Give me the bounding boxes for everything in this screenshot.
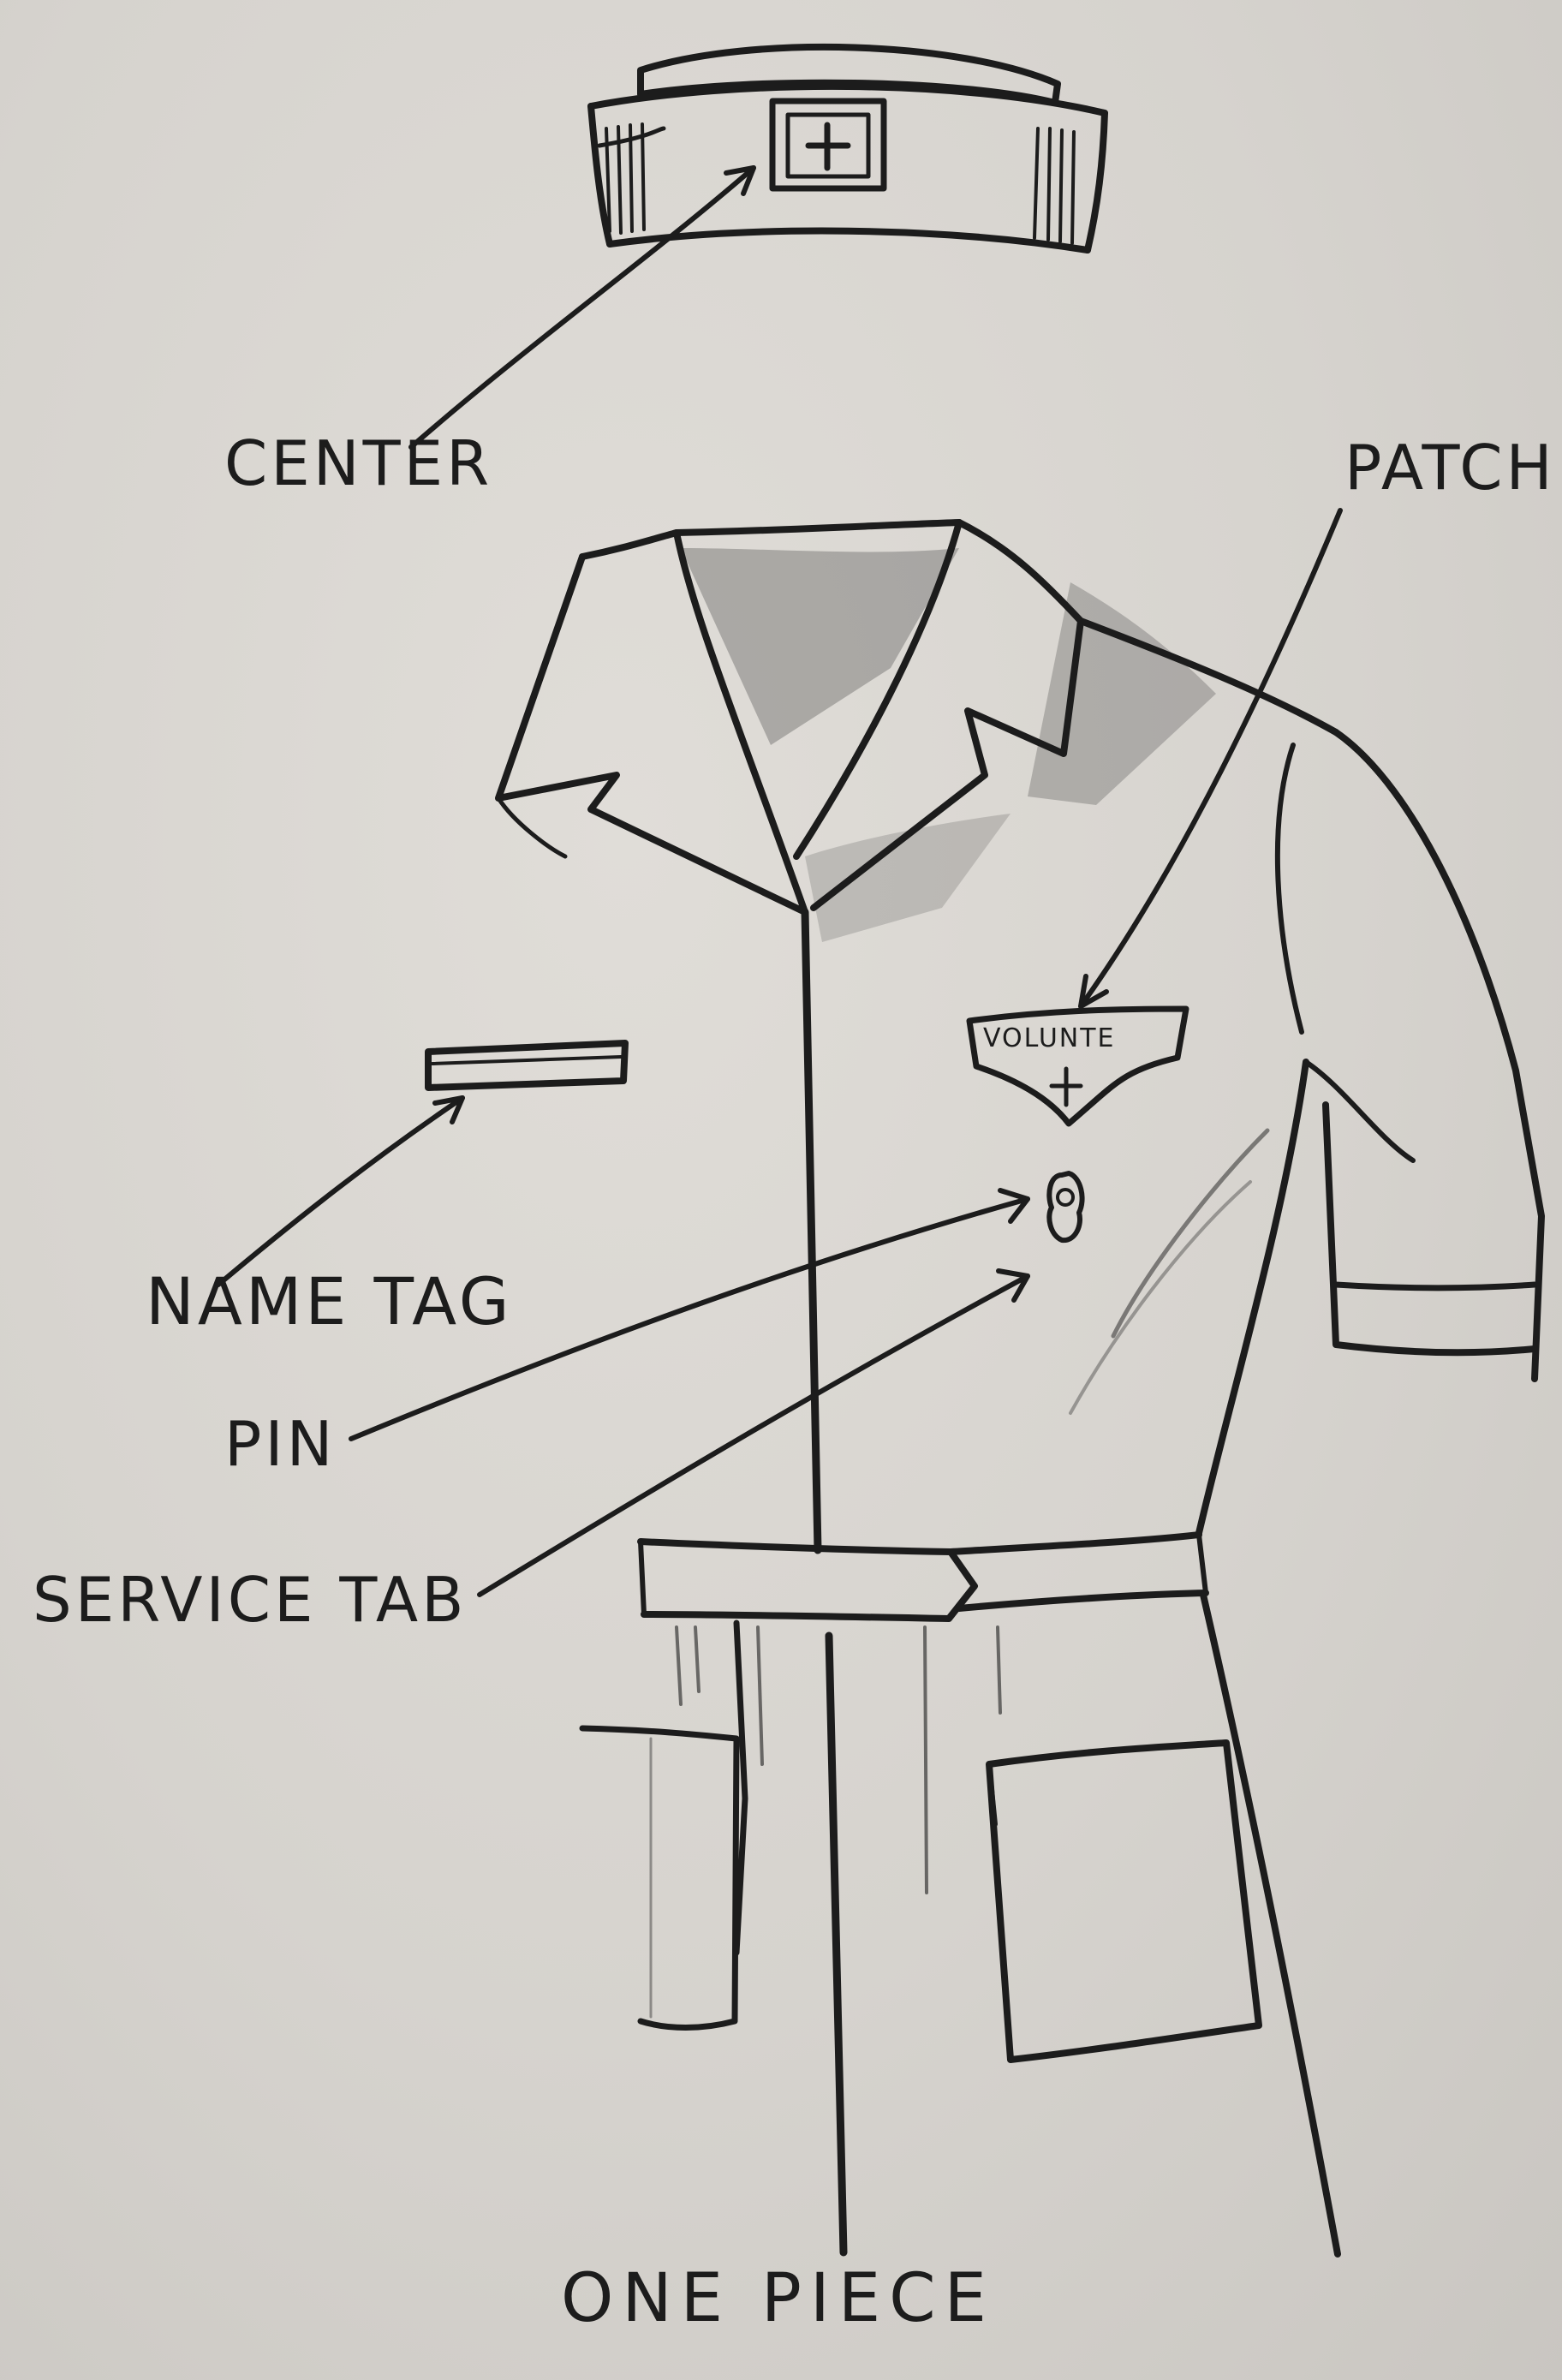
caption-one-piece: ONE PIECE bbox=[561, 2265, 995, 2332]
name-tag-drawing bbox=[428, 1043, 625, 1088]
leader-lines bbox=[218, 168, 1340, 1595]
one-piece-dress-drawing bbox=[498, 522, 1541, 2254]
nurse-cap-drawing bbox=[591, 47, 1105, 250]
label-service-tab: SERVICE TAB bbox=[33, 1569, 467, 1631]
label-pin: PIN bbox=[224, 1413, 337, 1475]
label-name-tag: NAME TAG bbox=[146, 1269, 513, 1334]
label-patch: PATCH bbox=[1344, 437, 1556, 498]
patch-text: VOLUNTE bbox=[983, 1026, 1116, 1052]
pin-drawing bbox=[1049, 1173, 1082, 1240]
label-center: CENTER bbox=[224, 432, 492, 494]
